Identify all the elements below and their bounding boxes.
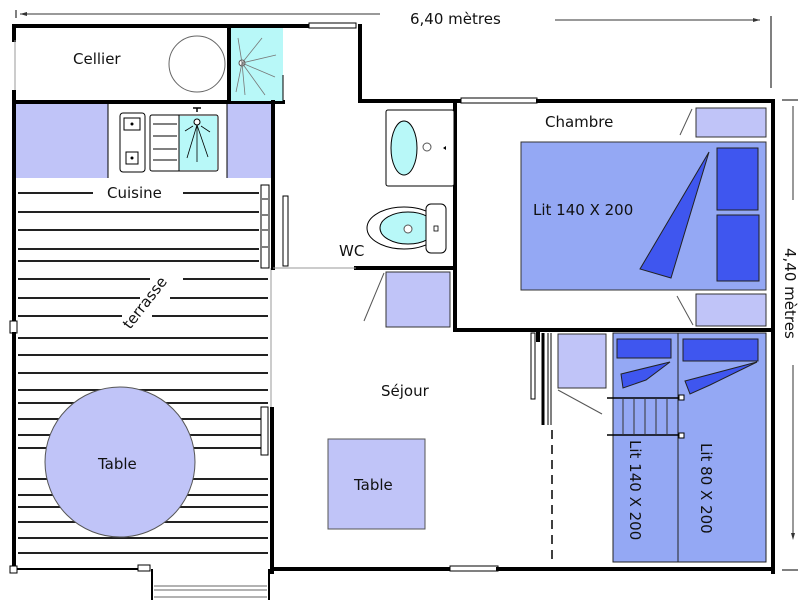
pillow-icon: [716, 147, 759, 211]
cupboard-sejour: [363, 271, 451, 328]
ladder-icon: [607, 394, 685, 439]
sejour-label: Séjour: [381, 382, 430, 400]
room-wc: WC: [300, 99, 457, 332]
kitchen-counter-right: [227, 104, 271, 178]
bedside-cupboard-bottom: [676, 293, 767, 327]
bunk-upper-label: Lit 80 X 200: [697, 443, 715, 534]
pillow-icon: [682, 338, 759, 362]
sejour-window: [449, 565, 499, 572]
shower-icon: [231, 28, 284, 102]
dimension-width: 6,40 mètres: [15, 10, 772, 88]
terrace-table: Table: [44, 386, 196, 538]
entry-steps: [151, 569, 270, 600]
sliding-door-lower[interactable]: [260, 406, 274, 574]
bunk-bed-upper: Lit 80 X 200: [677, 332, 767, 563]
living-table-label: Table: [353, 476, 393, 494]
cupboard-bunk: [557, 333, 607, 415]
washbasin-icon: [385, 109, 455, 187]
pillow-icon: [616, 338, 672, 359]
pillow-icon: [716, 214, 760, 282]
chambre-window: [460, 97, 538, 104]
wc-label: WC: [339, 242, 364, 260]
room-cellier: Cellier: [12, 22, 362, 106]
terrace-post: [9, 320, 18, 334]
water-heater-icon: [168, 35, 226, 93]
living-table: Table: [327, 438, 426, 530]
double-bed-label: Lit 140 X 200: [533, 201, 633, 219]
stove-icon: [119, 112, 146, 173]
room-cuisine: Cuisine: [16, 100, 275, 202]
dimension-height: 4,40 mètres: [781, 99, 799, 571]
cellier-window: [308, 22, 357, 29]
terrace-table-label: Table: [97, 455, 137, 473]
height-dimension-label: 4,40 mètres: [781, 248, 799, 339]
double-bed: Lit 140 X 200: [520, 141, 767, 291]
room-chambre: Chambre Lit 140 X 200: [453, 107, 775, 332]
toilet-icon: [366, 203, 447, 254]
exterior-walls: [9, 97, 775, 600]
bedside-cupboard-top: [679, 107, 767, 138]
sliding-door-upper[interactable]: [260, 183, 300, 270]
chambre-label: Chambre: [545, 113, 613, 131]
duvet-fold-icon: [684, 361, 758, 395]
duvet-fold-icon: [639, 151, 710, 279]
cellier-label: Cellier: [73, 50, 121, 68]
kitchen-counter-left: [16, 104, 108, 178]
room-sejour: Séjour Table: [327, 382, 430, 530]
cuisine-label: Cuisine: [107, 184, 162, 202]
room-terrasse: terrasse Table: [18, 192, 272, 565]
bunk-bed-lower: Lit 140 X 200: [612, 332, 679, 563]
duvet-fold-icon: [620, 361, 671, 389]
room-bunk: Lit 140 X 200 Lit 80 X 200: [530, 328, 767, 565]
terrasse-label: terrasse: [119, 273, 171, 332]
bunk-lower-label: Lit 140 X 200: [626, 440, 644, 540]
kitchen-sink-icon: [149, 107, 219, 172]
sliding-door-bunk[interactable]: [530, 332, 536, 400]
width-dimension-label: 6,40 mètres: [410, 10, 501, 28]
